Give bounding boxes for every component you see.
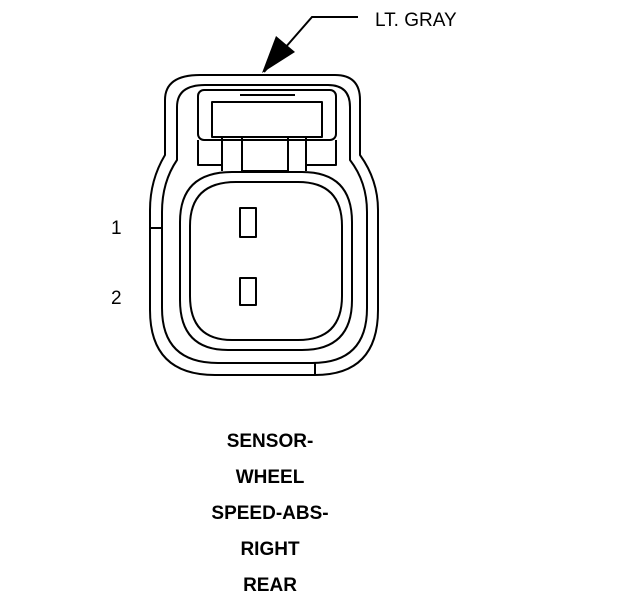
color-callout: LT. GRAY (262, 10, 457, 73)
latch-tab (211, 101, 323, 138)
caption-line: SPEED-ABS- (211, 503, 329, 524)
pin-2-number: 2 (111, 288, 122, 309)
latch-right-guide (306, 140, 337, 166)
cavity-outer-outline (179, 171, 353, 351)
housing-inner-outline (161, 84, 368, 364)
callout-arrowhead (262, 36, 295, 73)
housing-outer-outline (149, 74, 379, 376)
latch-center-post (241, 136, 289, 172)
caption-line: RIGHT (240, 539, 300, 560)
caption-line: WHEEL (235, 467, 305, 488)
pin-1-slot (239, 207, 257, 238)
pin-1-number: 1 (111, 218, 122, 239)
latch-left-guide (197, 140, 222, 166)
caption-line: REAR (243, 575, 297, 596)
color-label: LT. GRAY (375, 10, 457, 31)
caption-line: SENSOR- (226, 431, 314, 452)
cavity-inner-outline (189, 181, 343, 341)
latch-frame (197, 89, 337, 141)
pin-2-slot (239, 277, 257, 306)
connector-caption: SENSOR- WHEEL SPEED-ABS- RIGHT REAR (170, 424, 370, 604)
connector-housing (149, 74, 379, 376)
